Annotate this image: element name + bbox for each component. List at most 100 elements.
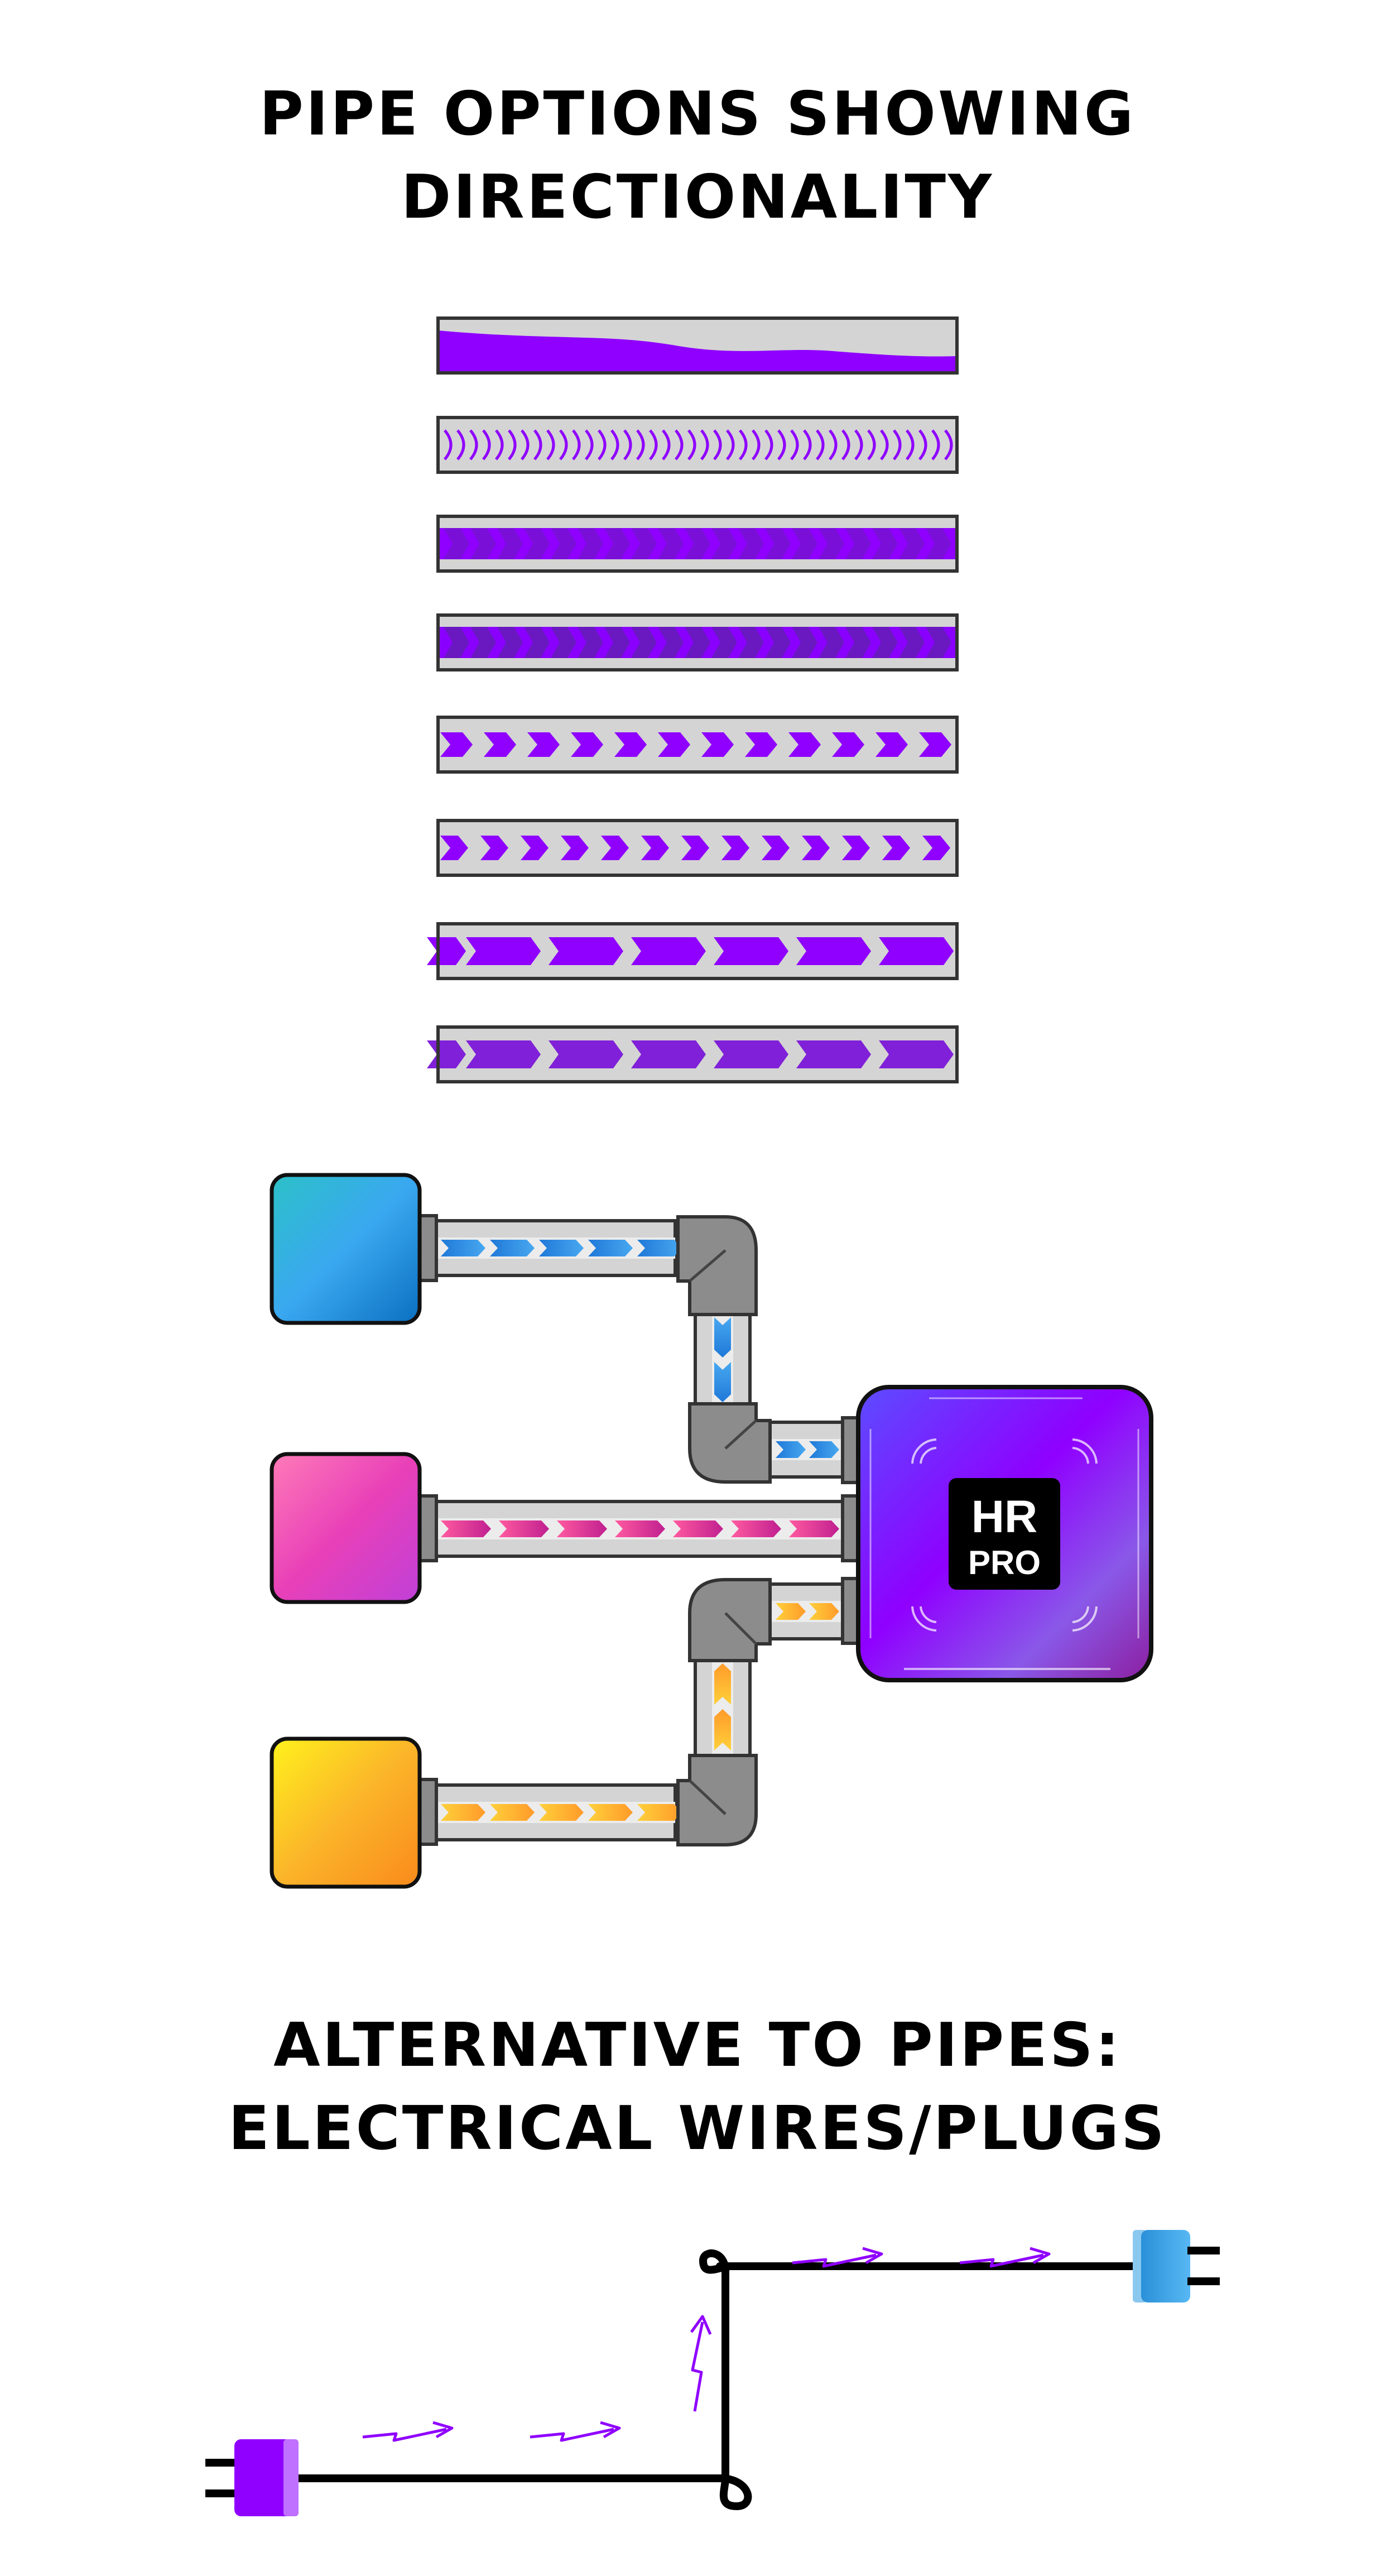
lightning-arrow-icon <box>530 2421 621 2442</box>
yellow-pipe-vertical <box>694 1656 752 1760</box>
elbow-fitting-blue-top <box>676 1215 758 1316</box>
chevron-arc <box>854 429 863 460</box>
chevron-arc <box>623 429 632 460</box>
blue-pipe-top <box>434 1219 682 1277</box>
flow-chevron <box>521 836 549 860</box>
chevron-arc <box>636 429 645 460</box>
flow-chevron <box>842 836 870 860</box>
flow-chevron <box>876 732 908 757</box>
chevron-arc <box>585 429 594 460</box>
pipe-network: HR PRO <box>270 1173 1153 1889</box>
flow-arrow <box>731 1520 781 1537</box>
flow-arrow <box>441 1520 491 1537</box>
chevron-arc <box>482 429 491 460</box>
band-chevron <box>845 627 871 658</box>
flow-chevron <box>641 836 669 860</box>
flow-arrow <box>557 1520 607 1537</box>
band-chevron <box>497 528 523 559</box>
lightning-arrow-icon <box>959 2247 1051 2268</box>
band-chevron <box>711 627 737 658</box>
chevron-arc <box>495 429 504 460</box>
flow-chevron <box>484 732 516 757</box>
pipe-option-long-arrows <box>427 922 959 980</box>
band-chevron <box>819 627 844 658</box>
chevron-arc <box>867 429 876 460</box>
wires-title: ALTERNATIVE TO PIPES: ELECTRICAL WIRES/P… <box>0 2004 1395 2170</box>
flow-chevron <box>571 732 603 757</box>
pipe-options-title-line1: PIPE OPTIONS SHOWING <box>259 79 1136 149</box>
pipe-option-solid-band-chevrons-alt <box>436 613 959 671</box>
flow-arrow <box>637 1804 682 1821</box>
band-chevron <box>845 528 871 559</box>
flow-arrow <box>466 937 541 965</box>
wire-loop-top <box>699 2249 735 2276</box>
band-chevron <box>899 528 925 559</box>
band-chevron <box>631 528 657 559</box>
pipe-option-liquid-wave <box>436 316 959 375</box>
flow-arrow <box>714 937 788 965</box>
lightning-arrow-icon <box>690 2315 712 2412</box>
chevron-arc <box>508 429 517 460</box>
blue-plug <box>1133 2230 1220 2302</box>
chevron-arc <box>469 429 478 460</box>
flow-chevron <box>745 732 777 757</box>
flow-chevron <box>762 836 790 860</box>
flow-arrow <box>796 937 871 965</box>
flow-arrow <box>631 937 706 965</box>
flow-chevron <box>614 732 647 757</box>
flow-chevron <box>802 836 830 860</box>
hr-pro-logo <box>949 1478 1060 1590</box>
band-chevron <box>444 627 469 658</box>
flow-arrow <box>631 1040 706 1068</box>
lightning-arrow-icon <box>792 2247 883 2268</box>
flow-arrow <box>441 1804 485 1821</box>
chevron-arc <box>803 429 812 460</box>
band-chevron <box>872 528 898 559</box>
band-chevron <box>470 627 496 658</box>
electrical-wires <box>205 2230 1220 2516</box>
flow-chevron <box>832 732 864 757</box>
pipe-options-title-line2: DIRECTIONALITY <box>401 162 994 233</box>
band-chevron <box>578 528 603 559</box>
band-chevron <box>738 627 764 658</box>
band-chevron <box>658 627 684 658</box>
flow-arrow <box>879 937 954 965</box>
yellow-pipe-bottom <box>434 1783 682 1841</box>
flow-arrow <box>637 1240 682 1256</box>
flow-arrow <box>490 1804 535 1821</box>
chevron-arc <box>675 429 684 460</box>
pink-source-box <box>270 1452 422 1604</box>
flow-arrow <box>441 1240 485 1256</box>
pipe-frame <box>436 515 959 573</box>
band-chevron <box>765 528 791 559</box>
band-chevron <box>792 627 817 658</box>
flow-chevron <box>440 732 473 757</box>
hr-pro-hub: HR PRO <box>856 1385 1153 1682</box>
pipe-frame <box>436 1025 959 1083</box>
elbow-fitting-yellow-top <box>688 1578 772 1662</box>
band-chevron <box>604 528 630 559</box>
flow-chevron <box>681 836 709 860</box>
pipe-options-title: PIPE OPTIONS SHOWING DIRECTIONALITY <box>0 73 1395 239</box>
band-chevron <box>604 627 630 658</box>
band-chevron <box>926 528 951 559</box>
band-chevron <box>631 627 657 658</box>
band-chevron <box>711 528 737 559</box>
pink-pipe <box>434 1500 847 1558</box>
band-chevron <box>551 627 576 658</box>
chevron-arc <box>739 429 748 460</box>
wires-title-line1: ALTERNATIVE TO PIPES: <box>273 2011 1122 2080</box>
pipe-frame <box>436 716 959 774</box>
band-chevron <box>926 627 951 658</box>
flow-arrow <box>539 1240 584 1256</box>
chevron-arc <box>649 429 658 460</box>
chevron-arc <box>829 429 838 460</box>
flow-arrow <box>714 1040 788 1068</box>
flow-chevron <box>527 732 560 757</box>
band-chevron <box>524 627 550 658</box>
flow-arrow <box>615 1520 665 1537</box>
pipe-frame <box>436 819 959 877</box>
pipe-frame <box>436 613 959 671</box>
band-chevron <box>738 528 764 559</box>
chevron-arc <box>662 429 671 460</box>
